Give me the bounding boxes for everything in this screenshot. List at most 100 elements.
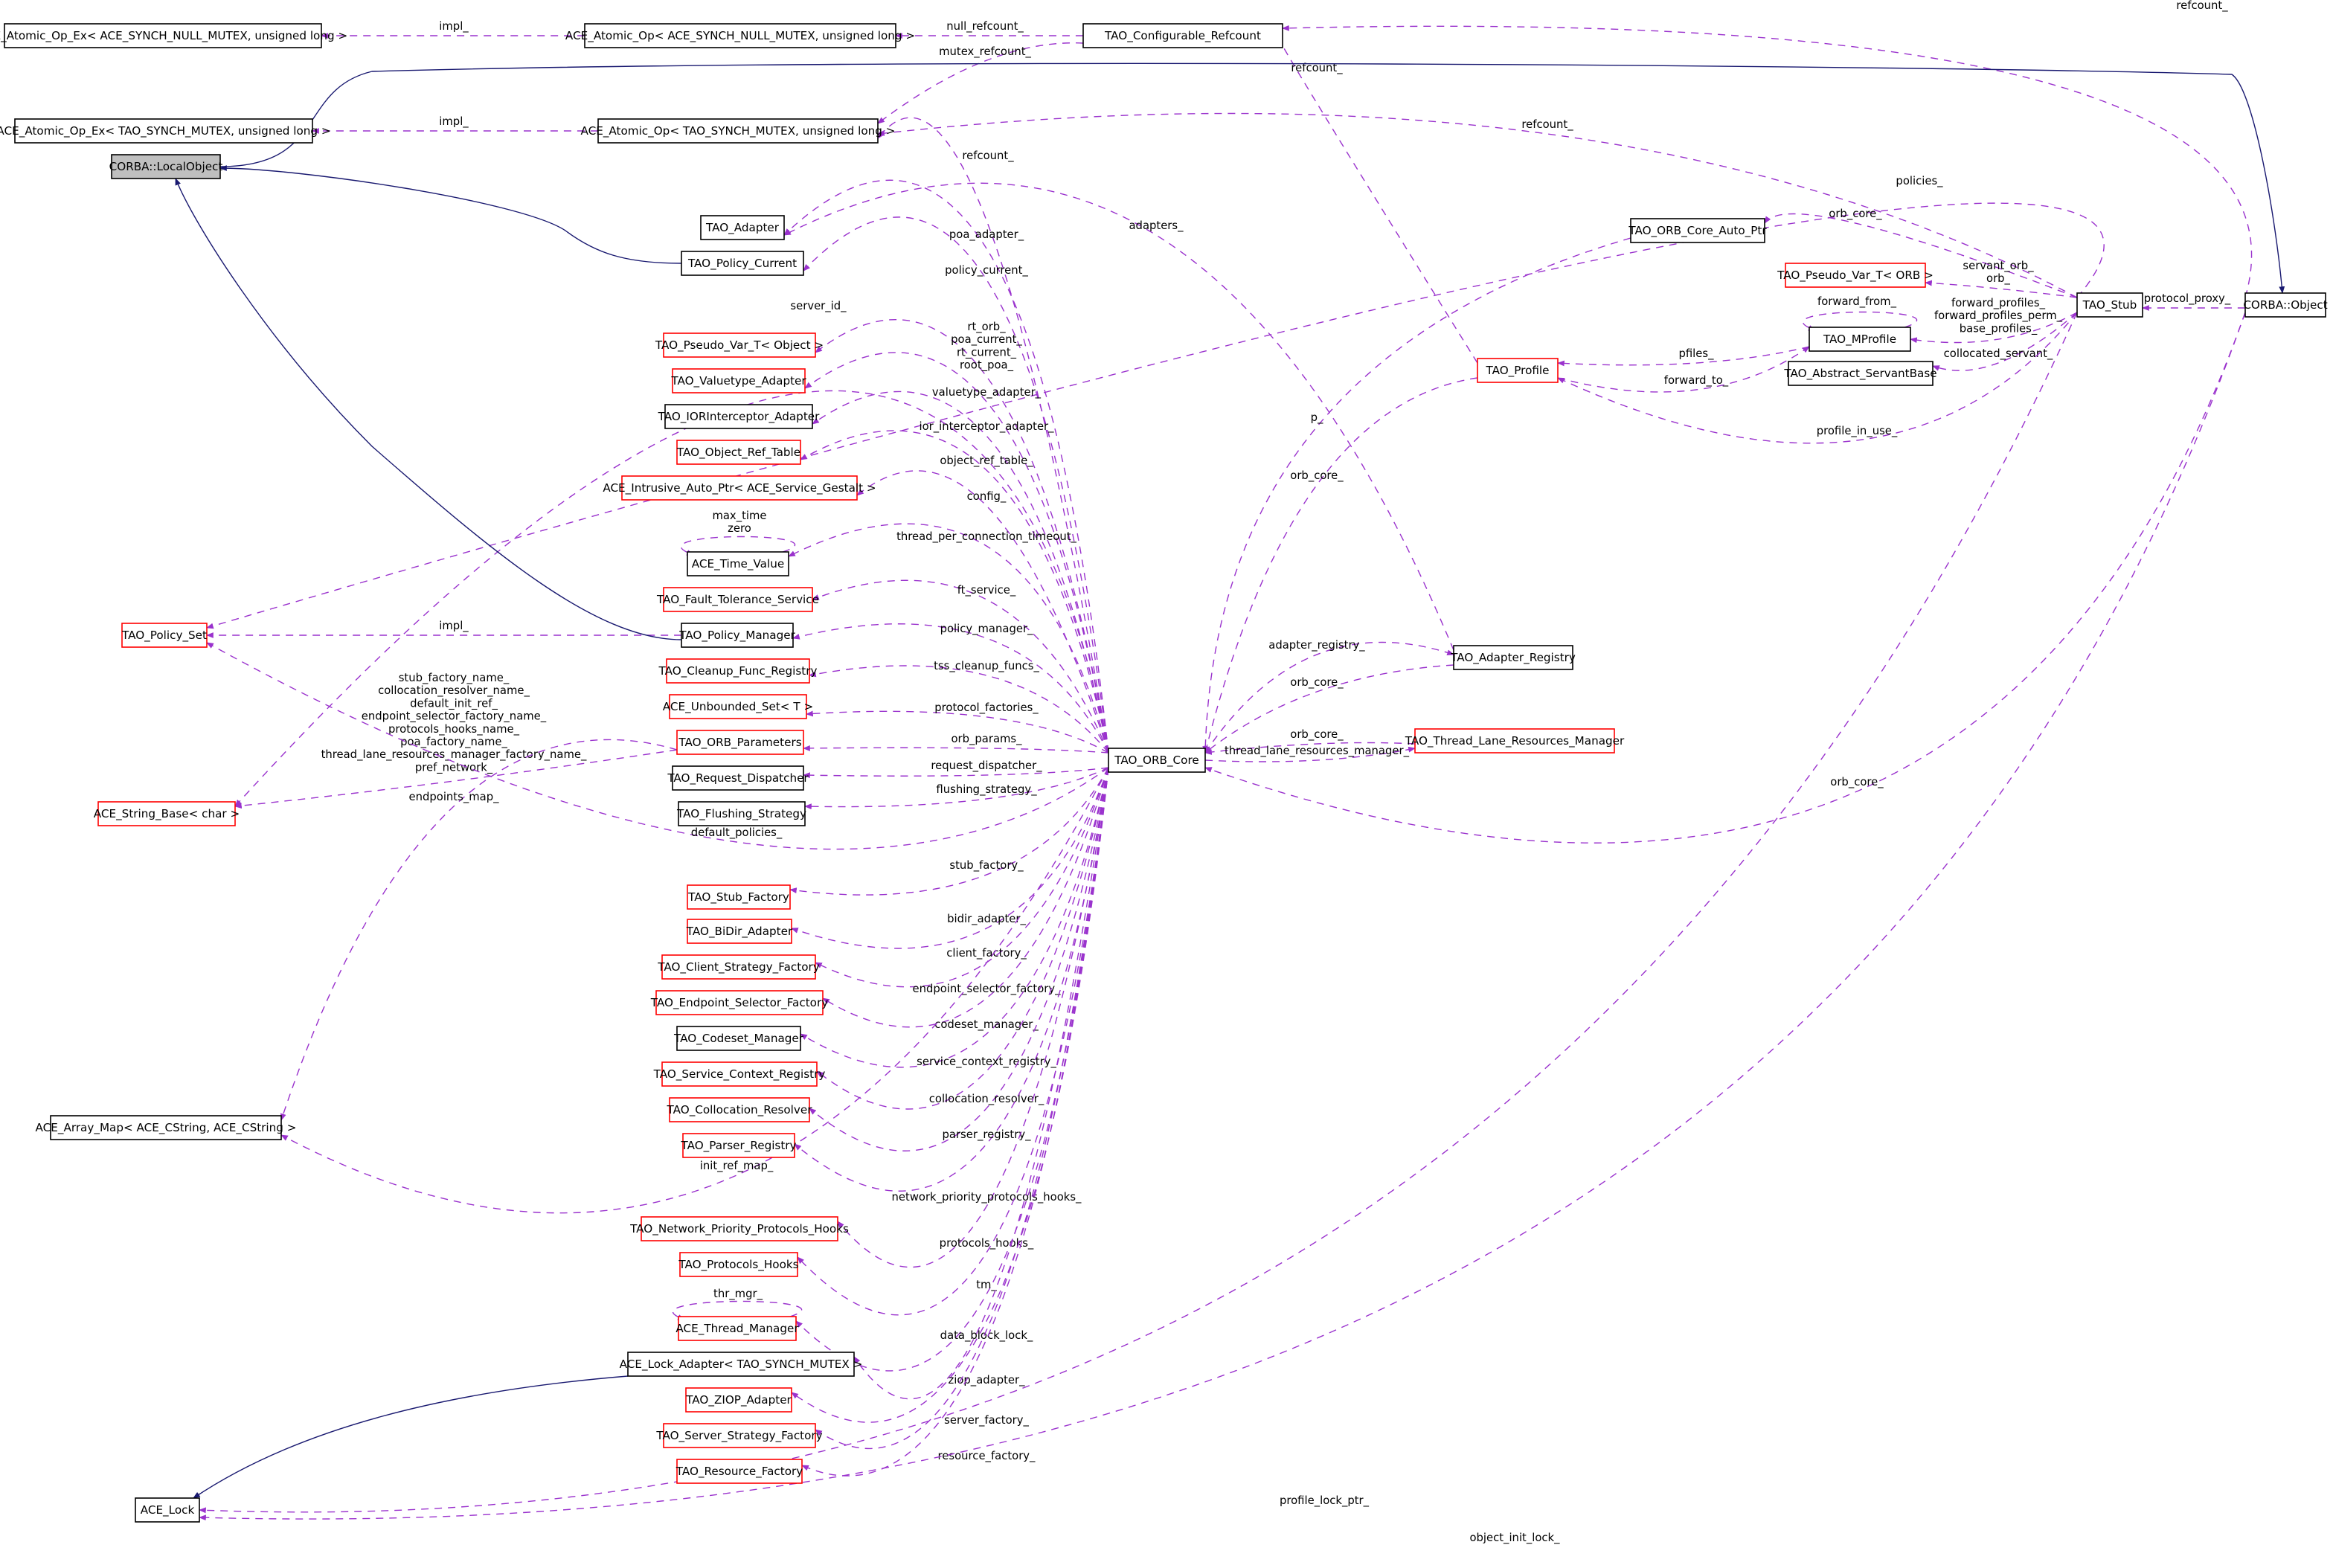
class-node-serverfac[interactable]: TAO_Server_Strategy_Factory: [655, 1423, 823, 1448]
class-node-resfac[interactable]: TAO_Resource_Factory: [675, 1459, 803, 1484]
class-node-ziop[interactable]: TAO_ZIOP_Adapter: [685, 1387, 792, 1413]
class-node-codeset[interactable]: TAO_Codeset_Manager: [673, 1026, 804, 1051]
class-node-thrmgr[interactable]: ACE_Thread_Manager: [675, 1316, 799, 1341]
class-node-aoex_null[interactable]: ACE_Atomic_Op_Ex< ACE_SYNCH_NULL_MUTEX, …: [0, 23, 347, 48]
edge-line: [1204, 742, 1416, 755]
class-box: [641, 1216, 838, 1241]
edge-line: [853, 767, 1109, 1400]
class-box: [14, 118, 313, 144]
edge-profile-to-cfg_ref: refcount_: [1276, 36, 1478, 364]
class-name: TAO_Resource_Factory: [675, 1465, 803, 1479]
edge-line: [815, 767, 1109, 1450]
edge-label: protocol_proxy_: [2144, 292, 2231, 305]
class-node-autoptr[interactable]: TAO_ORB_Core_Auto_Ptr: [1628, 218, 1767, 243]
class-node-iorint[interactable]: TAO_IORInterceptor_Adapter: [658, 404, 820, 429]
class-node-tlrm[interactable]: TAO_Thread_Lane_Resources_Manager: [1405, 728, 1625, 754]
class-node-ao_tao[interactable]: ACE_Atomic_Op< TAO_SYNCH_MUTEX, unsigned…: [580, 118, 896, 144]
edge-label: parser_registry_: [943, 1128, 1032, 1141]
edge-label: impl_: [439, 115, 469, 128]
edge-label: policy_manager_: [940, 623, 1033, 635]
edge-orbcore-to-tlrm: thread_lane_resources_manager_: [1204, 745, 1416, 762]
edge-orbcore-to-strbase: server_id_: [234, 300, 1109, 807]
inheritance-pol_cur-to-localobj: [219, 165, 682, 264]
edge-orbcore-to-unbset: protocol_factories_: [806, 701, 1109, 754]
class-node-servbase[interactable]: TAO_Abstract_ServantBase: [1783, 361, 1937, 386]
class-node-pv_obj[interactable]: TAO_Pseudo_Var_T< Object >: [655, 332, 824, 358]
class-node-orbcore[interactable]: TAO_ORB_Core: [1108, 748, 1206, 773]
class-node-epsel[interactable]: TAO_Endpoint_Selector_Factory: [650, 990, 828, 1015]
edge-tlrm-to-orbcore: orb_core_: [1204, 728, 1416, 755]
edge-label: refcount_: [2176, 0, 2228, 12]
class-box: [700, 215, 785, 240]
edge-line: [789, 767, 1109, 896]
edge-line: [1204, 664, 1454, 754]
class-node-intrusive[interactable]: ACE_Intrusive_Auto_Ptr< ACE_Service_Gest…: [603, 475, 876, 501]
edge-label: base_profiles_: [1960, 322, 2038, 335]
class-node-parser[interactable]: TAO_Parser_Registry: [680, 1133, 797, 1158]
edge-label: init_ref_map_: [700, 1160, 774, 1172]
class-node-arraymap[interactable]: ACE_Array_Map< ACE_CString, ACE_CString …: [36, 1115, 297, 1140]
class-node-localobj[interactable]: CORBA::LocalObject: [109, 154, 223, 179]
edge-stub-to-ao_tao: refcount_: [877, 112, 2078, 298]
class-node-flush[interactable]: TAO_Flushing_Strategy: [676, 801, 806, 826]
edge-label: data_block_lock_: [940, 1329, 1033, 1342]
edge-line: [1204, 377, 1478, 754]
edge-line: [812, 579, 1109, 754]
edge-label: server_id_: [790, 300, 847, 312]
edge-orbparams-to-strbase: stub_factory_name_collocation_resolver_n…: [234, 672, 678, 809]
class-node-valuetype[interactable]: TAO_Valuetype_Adapter: [670, 368, 806, 393]
class-node-strbase[interactable]: ACE_String_Base< char >: [94, 801, 240, 826]
edge-stub-to-polset: policies_: [206, 175, 2105, 629]
edge-line: [1764, 213, 2078, 298]
class-node-objref[interactable]: TAO_Object_Ref_Table: [676, 440, 801, 465]
edge-label: orb_core_: [1830, 776, 1884, 788]
class-node-cfg_ref[interactable]: TAO_Configurable_Refcount: [1082, 23, 1283, 48]
class-name: TAO_Flushing_Strategy: [676, 807, 806, 821]
class-node-mprofile[interactable]: TAO_MProfile: [1809, 327, 1911, 352]
class-node-stubfac[interactable]: TAO_Stub_Factory: [687, 884, 791, 910]
class-box: [663, 1423, 816, 1448]
class-node-acelock[interactable]: ACE_Lock: [135, 1497, 200, 1523]
edge-orbcore-to-parser: parser_registry_: [794, 767, 1109, 1192]
class-node-lockadapt[interactable]: ACE_Lock_Adapter< TAO_SYNCH_MUTEX >: [620, 1352, 863, 1377]
class-node-adapter[interactable]: TAO_Adapter: [700, 215, 785, 240]
class-node-orbparams[interactable]: TAO_ORB_Parameters: [676, 730, 804, 755]
edge-line: [1204, 746, 1416, 762]
class-name: TAO_ORB_Parameters: [678, 736, 801, 750]
edge-label: poa_current_: [951, 333, 1022, 346]
inheritance-polmgr-to-localobj: [175, 178, 682, 640]
edge-label: forward_from_: [1817, 295, 1897, 308]
class-box: [669, 1097, 810, 1122]
class-node-ft[interactable]: TAO_Fault_Tolerance_Service: [656, 587, 819, 612]
class-node-netprio[interactable]: TAO_Network_Priority_Protocols_Hooks: [629, 1216, 849, 1241]
class-node-clientfac[interactable]: TAO_Client_Strategy_Factory: [657, 954, 820, 980]
class-node-stub[interactable]: TAO_Stub: [2076, 292, 2143, 318]
class-node-adreg[interactable]: TAO_Adapter_Registry: [1450, 645, 1576, 670]
class-name: TAO_Configurable_Refcount: [1104, 29, 1261, 43]
edge-mprofile-to-mprofile: forward_from_: [1802, 295, 1918, 331]
class-node-svcctx[interactable]: TAO_Service_Context_Registry: [653, 1061, 826, 1087]
class-node-pv_orb[interactable]: TAO_Pseudo_Var_T< ORB >: [1777, 263, 1934, 288]
class-node-aoex_tao[interactable]: ACE_Atomic_Op_Ex< TAO_SYNCH_MUTEX, unsig…: [0, 118, 331, 144]
class-node-pol_cur[interactable]: TAO_Policy_Current: [681, 251, 804, 276]
class-node-cleanup[interactable]: TAO_Cleanup_Func_Registry: [658, 658, 818, 684]
edge-cfg_ref-to-ao_null: null_refcount_: [895, 20, 1083, 39]
class-node-unbset[interactable]: ACE_Unbounded_Set< T >: [663, 694, 813, 719]
class-node-colloc[interactable]: TAO_Collocation_Resolver: [667, 1097, 813, 1122]
edge-label: forward_to_: [1664, 374, 1729, 387]
edge-line: [234, 390, 1109, 807]
class-box: [4, 23, 322, 48]
edge-line: [199, 312, 2246, 1521]
class-node-polmgr[interactable]: TAO_Policy_Manager: [678, 623, 796, 648]
class-node-reqdisp[interactable]: TAO_Request_Dispatcher: [667, 765, 809, 791]
class-node-timeval[interactable]: ACE_Time_Value: [687, 551, 789, 576]
class-box: [50, 1115, 282, 1140]
class-node-object[interactable]: CORBA::Object: [2243, 292, 2328, 318]
class-node-bidir[interactable]: TAO_BiDir_Adapter: [686, 919, 793, 944]
edge-label: refcount_: [962, 150, 1014, 162]
class-node-polset[interactable]: TAO_Policy_Set: [121, 623, 208, 648]
class-name: TAO_Pseudo_Var_T< Object >: [655, 338, 824, 353]
class-node-prothooks[interactable]: TAO_Protocols_Hooks: [678, 1252, 799, 1277]
class-node-profile[interactable]: TAO_Profile: [1477, 358, 1559, 383]
class-node-ao_null[interactable]: ACE_Atomic_Op< ACE_SYNCH_NULL_MUTEX, uns…: [565, 23, 915, 48]
